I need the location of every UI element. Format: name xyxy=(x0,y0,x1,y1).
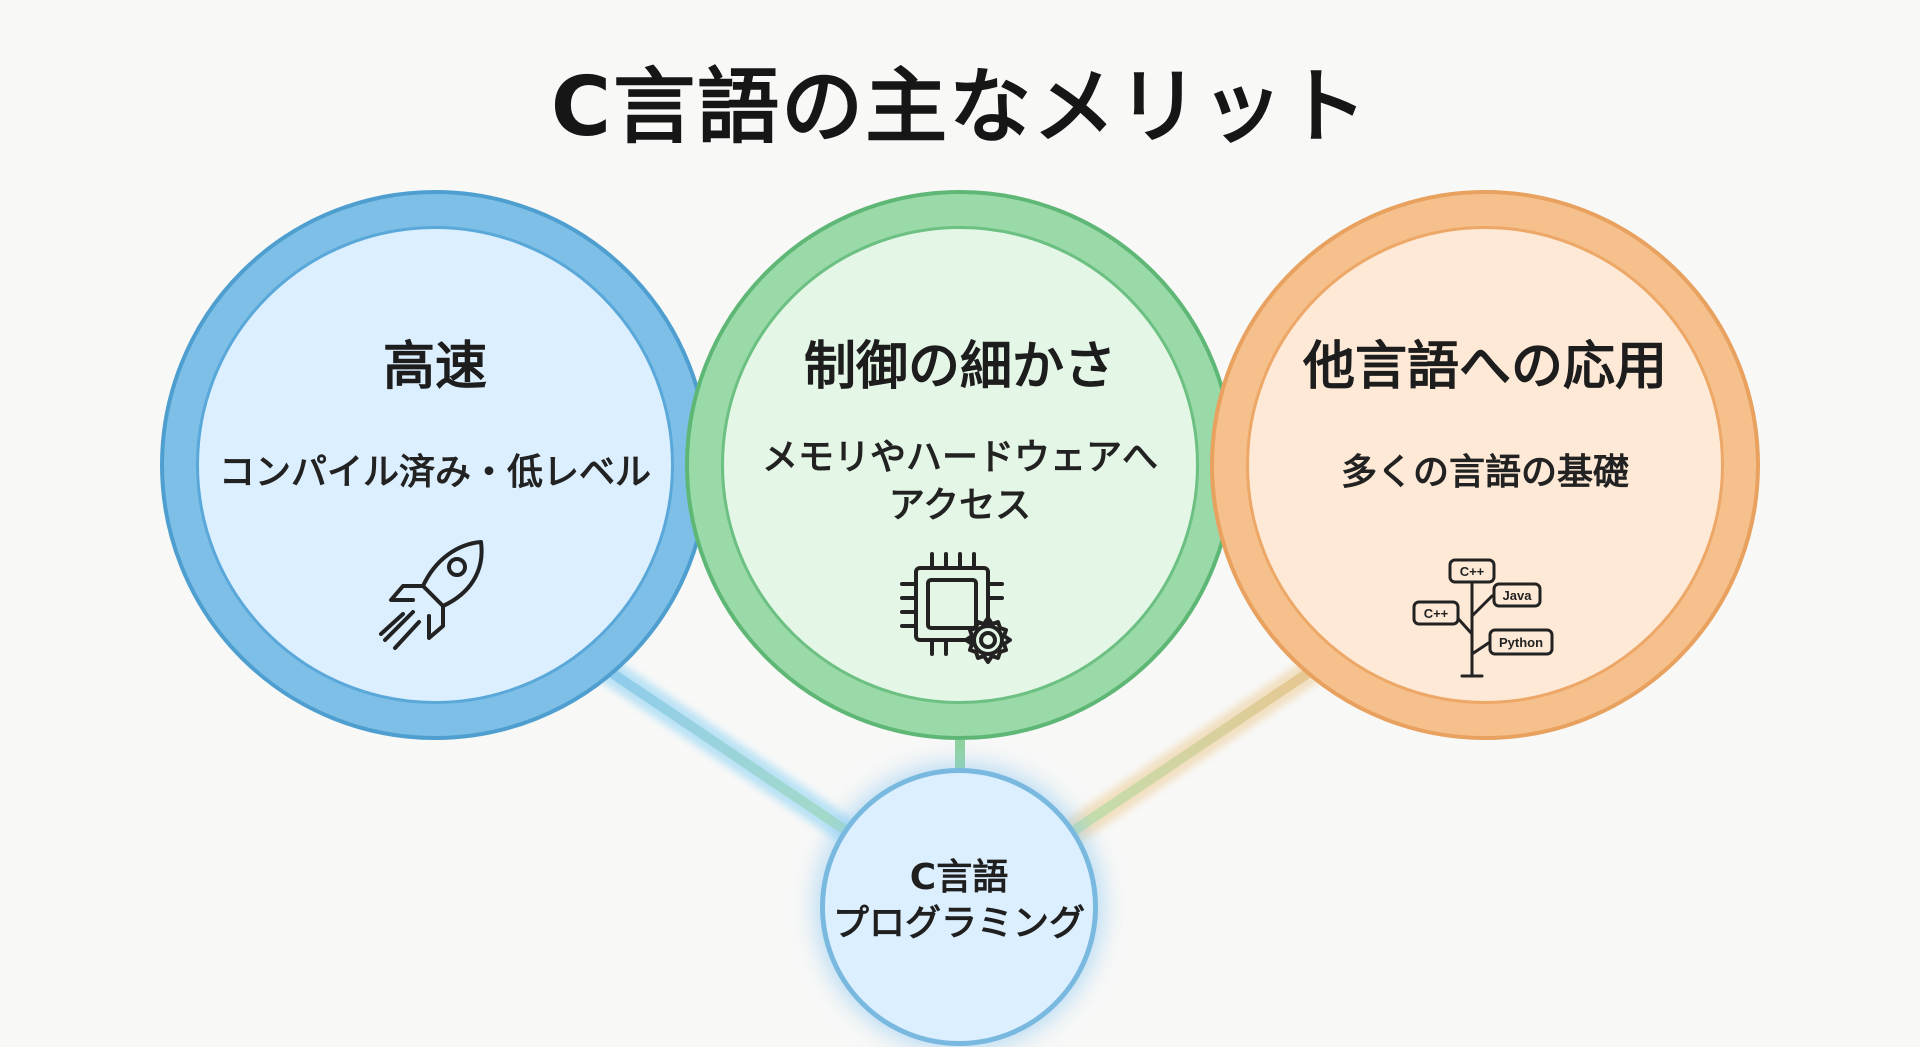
hub-circle: C言語 プログラミング xyxy=(820,768,1098,1046)
tree-label: Python xyxy=(1499,635,1543,650)
hub-label-line: C言語 xyxy=(909,857,1009,898)
connector-other-core xyxy=(1057,660,1323,845)
benefit-description-line: コンパイル済み・低レベル xyxy=(218,452,651,493)
benefit-description: コンパイル済み・低レベル xyxy=(164,449,706,497)
rocket-icon xyxy=(373,534,497,668)
benefit-circle-speed: 高速 コンパイル済み・低レベル xyxy=(160,190,710,740)
page-title: C言語の主なメリット xyxy=(550,60,1370,155)
benefit-circle-other-languages: 他言語への応用 多くの言語の基礎 C++ Java C++ Python xyxy=(1210,190,1760,740)
benefit-description-line: メモリやハードウェアへ xyxy=(761,437,1158,478)
tree-label: C++ xyxy=(1460,564,1485,579)
benefit-description: 多くの言語の基礎 xyxy=(1214,449,1756,497)
language-tree-icon: C++ Java C++ Python xyxy=(1410,544,1560,688)
benefit-circle-inner xyxy=(721,226,1199,704)
benefit-description-line: アクセス xyxy=(888,485,1032,526)
benefit-description: メモリやハードウェアへ アクセス xyxy=(689,434,1231,530)
benefit-circle-inner xyxy=(196,226,674,704)
benefit-description-line: 多くの言語の基礎 xyxy=(1340,452,1629,493)
benefit-title: 制御の細かさ xyxy=(803,337,1116,397)
benefit-circle-inner xyxy=(1246,226,1724,704)
chip-gear-icon xyxy=(894,546,1026,682)
tree-label: C++ xyxy=(1424,606,1449,621)
benefit-title: 他言語への応用 xyxy=(1302,337,1667,397)
tree-label: Java xyxy=(1503,588,1533,603)
hub-label: C言語 プログラミング xyxy=(825,855,1093,947)
benefit-title: 高速 xyxy=(382,337,487,397)
connector-speed-core xyxy=(597,660,863,845)
benefit-circle-control: 制御の細かさ メモリやハードウェアへ アクセス xyxy=(685,190,1235,740)
hub-label-line: プログラミング xyxy=(832,903,1085,944)
